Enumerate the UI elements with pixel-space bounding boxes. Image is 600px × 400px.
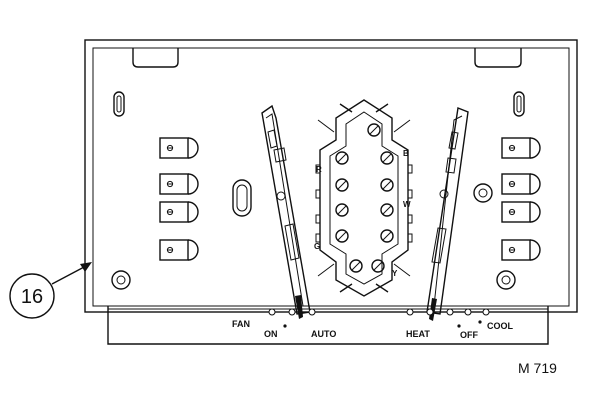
- left-terminal-column: [159, 137, 199, 261]
- mounting-screws: [111, 183, 516, 290]
- terminal-label-y: Y: [392, 269, 398, 278]
- terminal-label-r: R: [316, 165, 322, 174]
- switch-position-dots: [268, 308, 490, 328]
- mounting-slots: [113, 91, 525, 217]
- terminal-right-3: [501, 201, 541, 223]
- fan-label: FAN: [232, 319, 250, 329]
- cool-label: COOL: [487, 321, 514, 331]
- terminal-screw-w: [380, 203, 394, 217]
- terminal-screw-r: [335, 151, 349, 165]
- terminal-screw-mid-right: [380, 178, 394, 192]
- subbase-housing: [84, 39, 578, 345]
- fan-switch-lever: [261, 104, 311, 319]
- terminal-right-2: [501, 173, 541, 195]
- terminal-label-g: G: [314, 242, 320, 251]
- arrow-icon: [80, 262, 92, 272]
- terminal-screw-b: [380, 151, 394, 165]
- terminal-screw-g: [335, 229, 349, 243]
- terminal-left-1: [159, 137, 199, 159]
- off-label: OFF: [460, 330, 478, 340]
- switch-labels: FAN ON AUTO HEAT OFF COOL: [232, 319, 514, 340]
- heat-label: HEAT: [406, 329, 430, 339]
- terminal-left-2: [159, 173, 199, 195]
- terminal-screw-top: [367, 123, 381, 137]
- terminal-right-4: [501, 239, 541, 261]
- terminal-screw-right-4: [380, 229, 394, 243]
- callout-number: 16: [21, 286, 43, 308]
- terminal-label-b: B: [403, 149, 409, 158]
- right-terminal-column: [501, 137, 541, 261]
- terminal-screw-left-3: [335, 203, 349, 217]
- figure-code: M 719: [518, 360, 557, 376]
- fan-auto-label: AUTO: [311, 329, 336, 339]
- terminal-screw-y: [371, 259, 385, 273]
- fan-on-label: ON: [264, 329, 278, 339]
- terminal-screw-mid-left: [335, 178, 349, 192]
- central-terminal-block: R G B W Y: [314, 99, 413, 297]
- terminal-right-1: [501, 137, 541, 159]
- terminal-left-4: [159, 239, 199, 261]
- terminal-left-3: [159, 201, 199, 223]
- terminal-label-w: W: [403, 200, 411, 209]
- terminal-screw-bottom: [349, 259, 363, 273]
- system-switch-lever: [426, 107, 469, 321]
- callout-16: 16: [9, 262, 92, 319]
